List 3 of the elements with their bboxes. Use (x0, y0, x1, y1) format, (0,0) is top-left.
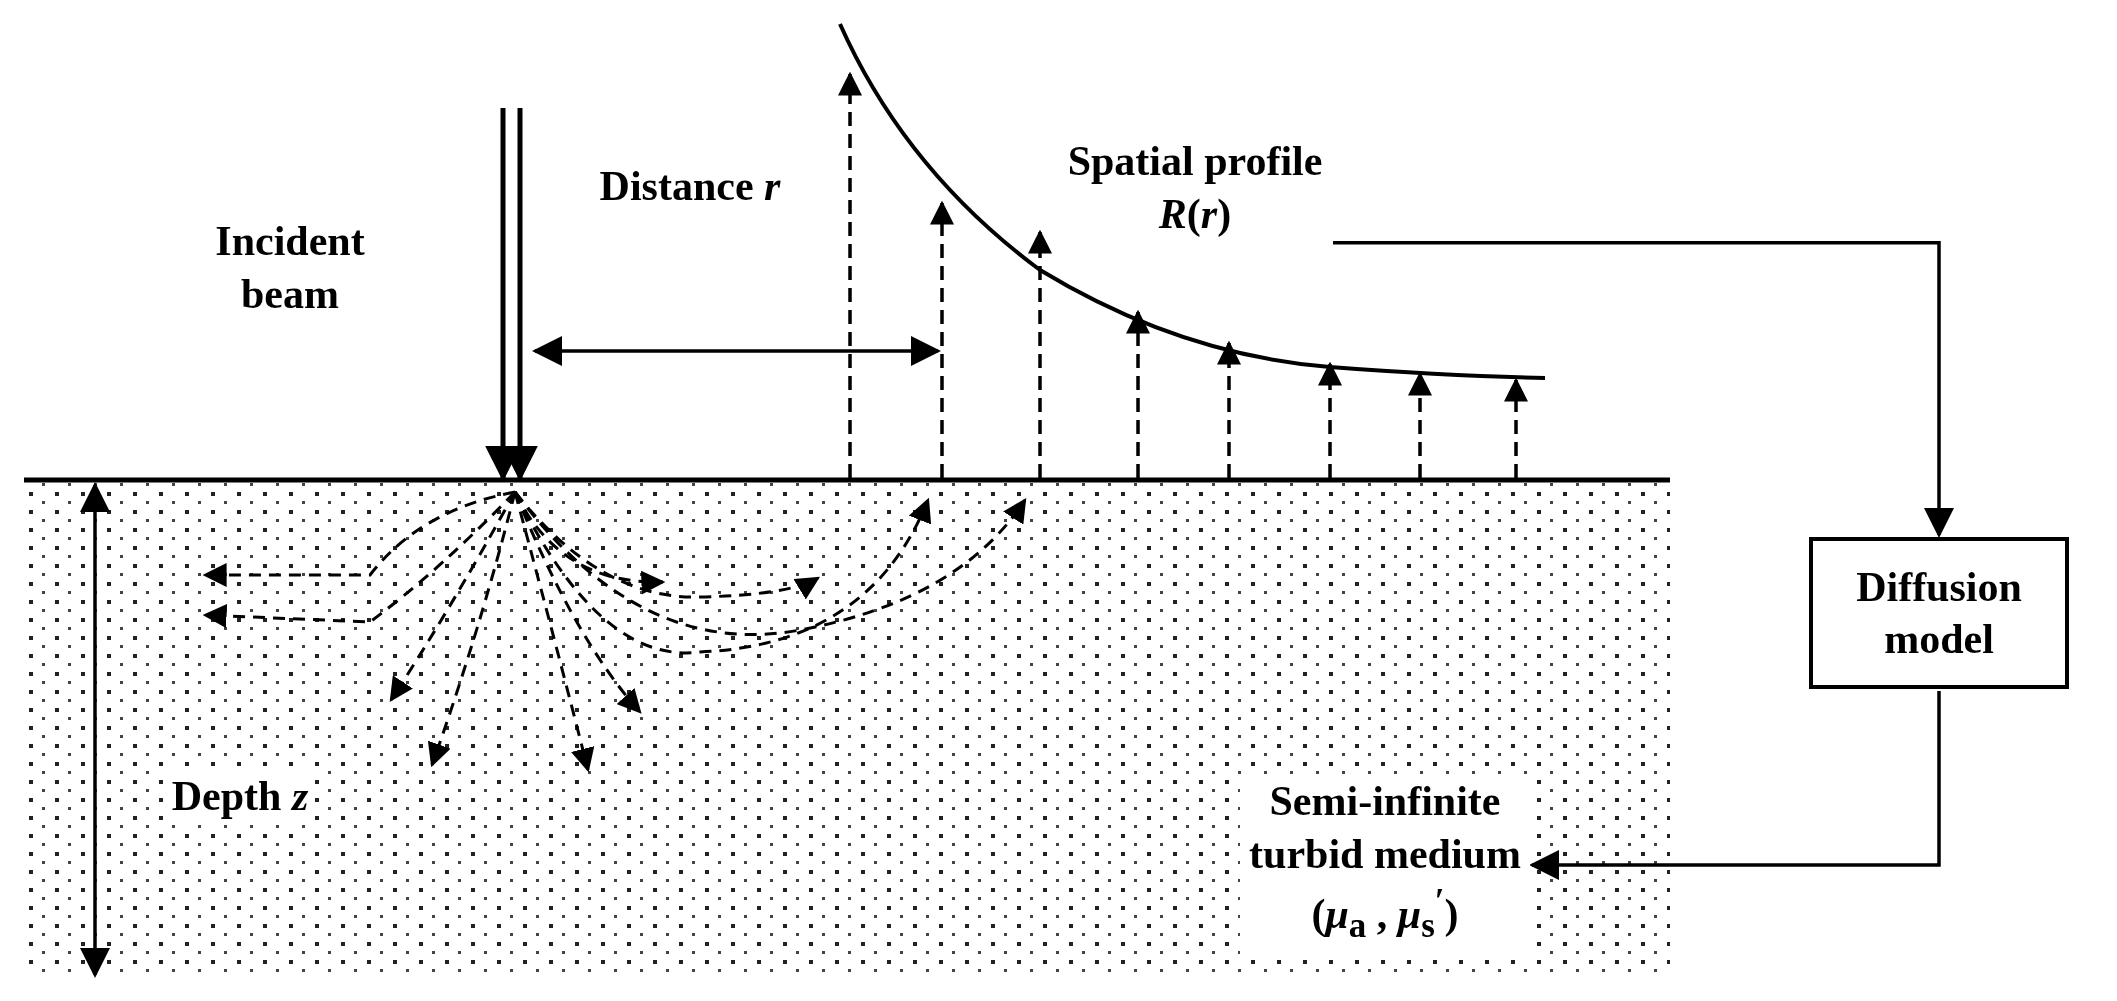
process-box: Diffusion model (1809, 537, 2069, 689)
arrow (1529, 691, 1941, 880)
arrow (1333, 241, 1954, 538)
